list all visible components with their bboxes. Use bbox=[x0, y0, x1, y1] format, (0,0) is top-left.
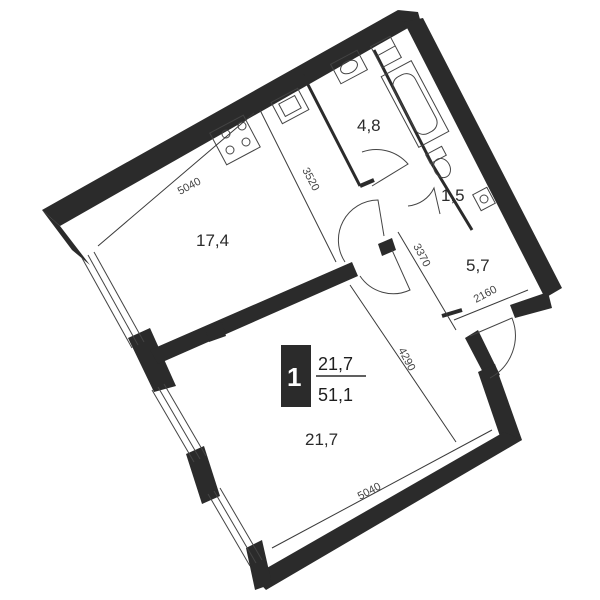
window-kitchen bbox=[81, 251, 145, 349]
hall-area-label: 5,7 bbox=[466, 256, 490, 275]
wc-wall bbox=[430, 163, 474, 231]
doors bbox=[337, 149, 516, 379]
kitchen-sink-icon bbox=[270, 87, 310, 125]
kitchen-area-label: 17,4 bbox=[196, 231, 229, 250]
living-area-label: 21,7 bbox=[305, 430, 338, 449]
outer-wall-right-step bbox=[510, 292, 552, 318]
dim-line-hall-length bbox=[397, 231, 457, 331]
door-bath bbox=[361, 149, 409, 187]
outer-wall-right-lower bbox=[478, 364, 522, 448]
outer-wall-right-upper bbox=[404, 18, 562, 298]
wc-area-label: 1,5 bbox=[441, 186, 465, 205]
outer-wall-top bbox=[42, 10, 408, 226]
rooms-count: 1 bbox=[287, 362, 301, 392]
outer-wall-left-c bbox=[186, 446, 220, 504]
kitchen-width-label: 5040 bbox=[176, 176, 203, 198]
hall-wall-bottom bbox=[441, 308, 463, 318]
toilet-icon bbox=[425, 145, 451, 179]
wc-sink-icon bbox=[472, 186, 496, 212]
dim-line-kitchen-depth bbox=[259, 109, 337, 263]
living-width-label: 5040 bbox=[356, 481, 383, 503]
walls bbox=[42, 10, 562, 590]
dim-line-living-depth bbox=[349, 284, 457, 443]
partition-stub bbox=[205, 322, 226, 342]
outer-wall-left-a bbox=[42, 210, 90, 265]
summary-total-area: 51,1 bbox=[318, 385, 353, 405]
bath-wall-bottom bbox=[359, 178, 375, 188]
bath-wall-left bbox=[301, 74, 362, 187]
outer-wall-bottom bbox=[253, 432, 522, 590]
door-kitchen bbox=[337, 199, 385, 263]
windows bbox=[81, 251, 263, 567]
dim-line-hall-width bbox=[453, 289, 529, 321]
stove-icon bbox=[209, 114, 261, 166]
dim-line-living-width bbox=[271, 429, 493, 549]
outer-wall-left-d bbox=[246, 540, 272, 590]
dimension-lines bbox=[97, 109, 529, 549]
summary-badge: 1 21,7 51,1 bbox=[281, 345, 366, 407]
fixtures bbox=[209, 35, 496, 212]
window-living-upper bbox=[151, 383, 207, 463]
door-entrance bbox=[469, 317, 516, 379]
hall-width-label: 2160 bbox=[472, 284, 499, 306]
partition-kitchen-living bbox=[150, 262, 358, 364]
living-depth-label: 4290 bbox=[395, 346, 417, 373]
shelf-icon bbox=[369, 35, 403, 69]
rooms-count-box bbox=[281, 345, 311, 407]
bath-area-label: 4,8 bbox=[357, 116, 381, 135]
bathtub-icon bbox=[380, 60, 450, 148]
door-wc bbox=[407, 186, 441, 215]
door-living bbox=[359, 249, 411, 295]
dim-line-kitchen-width bbox=[97, 112, 255, 247]
outer-wall-left-b bbox=[128, 328, 176, 392]
kitchen-depth-label: 3520 bbox=[299, 166, 321, 193]
hall-length-label: 3370 bbox=[410, 242, 432, 269]
window-living-lower bbox=[207, 487, 263, 567]
partition-living-hall bbox=[378, 238, 396, 256]
summary-living-area: 21,7 bbox=[318, 354, 353, 374]
bath-sink-icon bbox=[329, 49, 369, 85]
